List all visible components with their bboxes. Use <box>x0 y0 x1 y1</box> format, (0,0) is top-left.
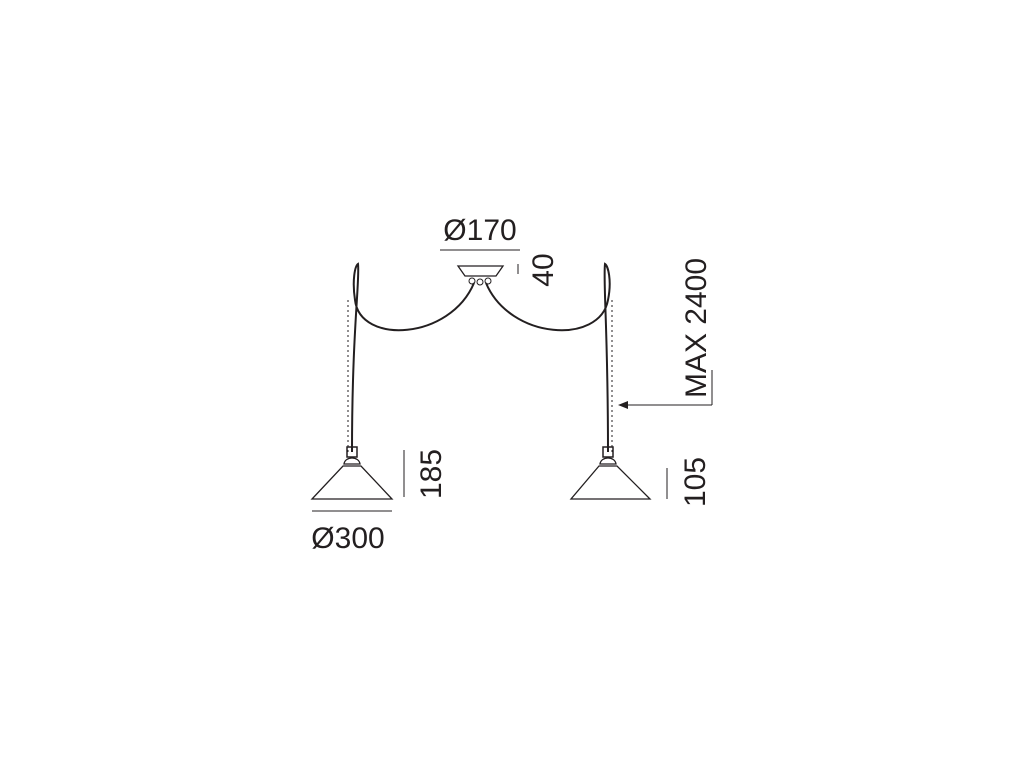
right-cable <box>485 262 613 453</box>
canopy-diameter-label: Ø170 <box>443 214 516 247</box>
canopy-height-dimension: 40 <box>517 253 560 287</box>
left-cable <box>347 262 475 453</box>
left-shade-height-label: 185 <box>415 449 448 499</box>
canopy-diameter-dimension: Ø170 <box>440 214 520 251</box>
left-shade <box>310 446 394 500</box>
right-shade-height-dimension: 105 <box>666 457 712 507</box>
max-length-dimension: MAX 2400 <box>618 258 713 409</box>
canopy-height-label: 40 <box>527 253 560 286</box>
max-length-arrow-icon <box>618 401 628 409</box>
ceiling-canopy <box>456 265 505 286</box>
left-shade-height-dimension: 185 <box>403 449 448 499</box>
max-length-label: MAX 2400 <box>680 258 713 398</box>
left-shade-diameter-dimension: Ø300 <box>311 510 392 555</box>
left-shade-diameter-label: Ø300 <box>311 522 384 555</box>
right-shade <box>569 446 652 500</box>
right-shade-height-label: 105 <box>679 457 712 507</box>
